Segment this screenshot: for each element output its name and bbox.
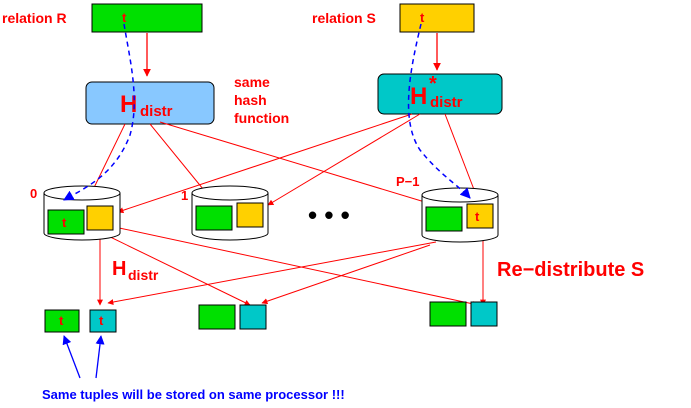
p0-s-fragment — [86, 205, 114, 231]
arrow-plast-to-r0 — [107, 241, 437, 305]
result-last-r — [429, 301, 467, 327]
hash-right-symbol: H — [410, 83, 427, 110]
footer-arrow-left — [62, 335, 81, 379]
hash-mid-subscript: distr — [128, 267, 159, 283]
arrow-plast-to-r1 — [261, 244, 431, 305]
result-last-s — [470, 301, 498, 327]
result-1-s — [239, 304, 267, 330]
hash-right-subscript: distr — [430, 94, 463, 111]
same-hash-note-line-3: function — [234, 110, 289, 126]
hash-right-superscript: * — [429, 73, 437, 95]
result-0-s-tuple: t — [99, 313, 104, 328]
result-0-r-tuple: t — [59, 313, 64, 328]
p1-r-fragment — [195, 205, 233, 231]
relation-s-label: relation S — [312, 10, 376, 26]
plast-s-fragment — [466, 203, 494, 229]
tuple-path-s — [407, 23, 471, 199]
same-hash-note-line-2: hash — [234, 92, 267, 108]
footer-note: Same tuples will be stored on same proce… — [42, 387, 345, 402]
processor-0-label: 0 — [30, 186, 37, 201]
arrow-hr-to-p1 — [267, 113, 421, 206]
hash-left-symbol: H — [120, 91, 137, 118]
arrow-p0-to-r1 — [99, 231, 251, 306]
arrow-hr-to-p0 — [117, 113, 413, 214]
p0-r-tuple: t — [62, 215, 67, 230]
arrow-p0-to-rlast — [109, 225, 479, 307]
result-1-r — [198, 304, 236, 330]
same-hash-note-line-1: same — [234, 74, 270, 90]
plast-s-tuple: t — [475, 209, 480, 224]
arrow-hl-to-p1 — [149, 123, 213, 201]
relation-r-label: relation R — [2, 10, 67, 26]
hash-left-subscript: distr — [140, 103, 173, 120]
relation-s-tuple: t — [420, 10, 425, 25]
relation-s-box — [399, 3, 475, 33]
distribution-arrows — [87, 113, 486, 307]
redistribute-s-label: Re−distribute S — [497, 259, 644, 281]
relation-r-box — [91, 3, 203, 33]
arrow-hl-to-plast — [159, 121, 439, 208]
result-0-r — [44, 309, 80, 333]
processor-ellipsis: • • • — [308, 200, 350, 230]
footer-arrow-right — [95, 335, 105, 379]
p1-s-fragment — [236, 202, 264, 228]
processor-1-label: 1 — [181, 188, 188, 203]
plast-r-fragment — [425, 206, 463, 232]
arrow-hr-to-plast — [444, 113, 479, 201]
relation-r-tuple: t — [122, 10, 127, 25]
hash-mid-symbol: H — [112, 258, 126, 280]
p0-r-fragment — [47, 209, 85, 235]
processor-last-label: P−1 — [396, 174, 420, 189]
result-0-s — [89, 309, 117, 333]
tuple-path-r — [63, 23, 135, 201]
